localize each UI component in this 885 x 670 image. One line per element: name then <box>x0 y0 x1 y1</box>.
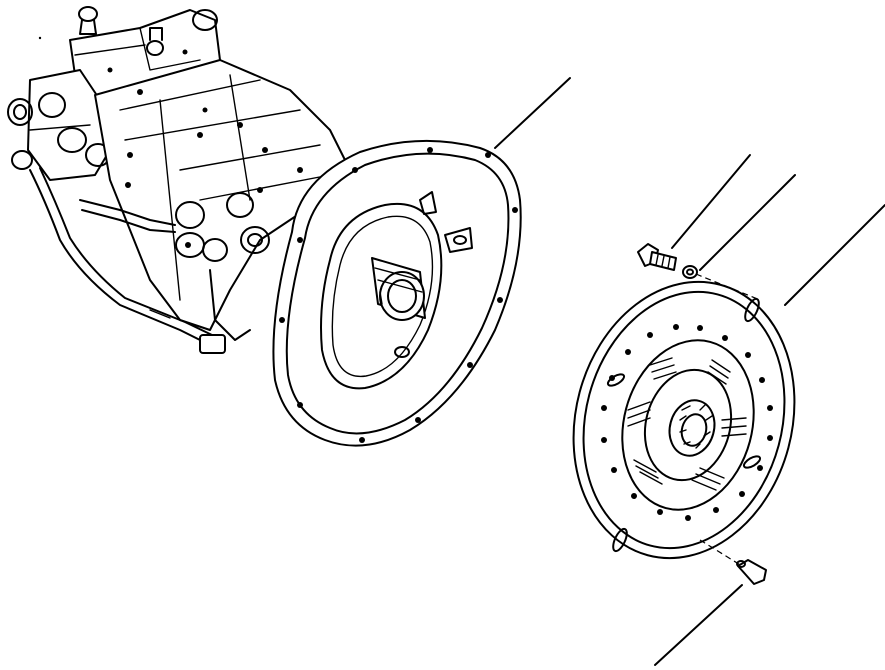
callout-leaders <box>494 77 885 666</box>
washer <box>682 265 698 279</box>
leader-washer <box>699 174 796 271</box>
damper-disc <box>572 273 796 567</box>
leader-bolt <box>671 154 751 249</box>
bolt <box>637 243 677 271</box>
housing-flange <box>272 139 522 447</box>
leader-disc <box>784 204 885 306</box>
pump-assembly <box>7 6 346 354</box>
leader-pin <box>654 584 743 666</box>
leader-flange <box>494 77 571 149</box>
dowel-pin <box>736 559 767 585</box>
